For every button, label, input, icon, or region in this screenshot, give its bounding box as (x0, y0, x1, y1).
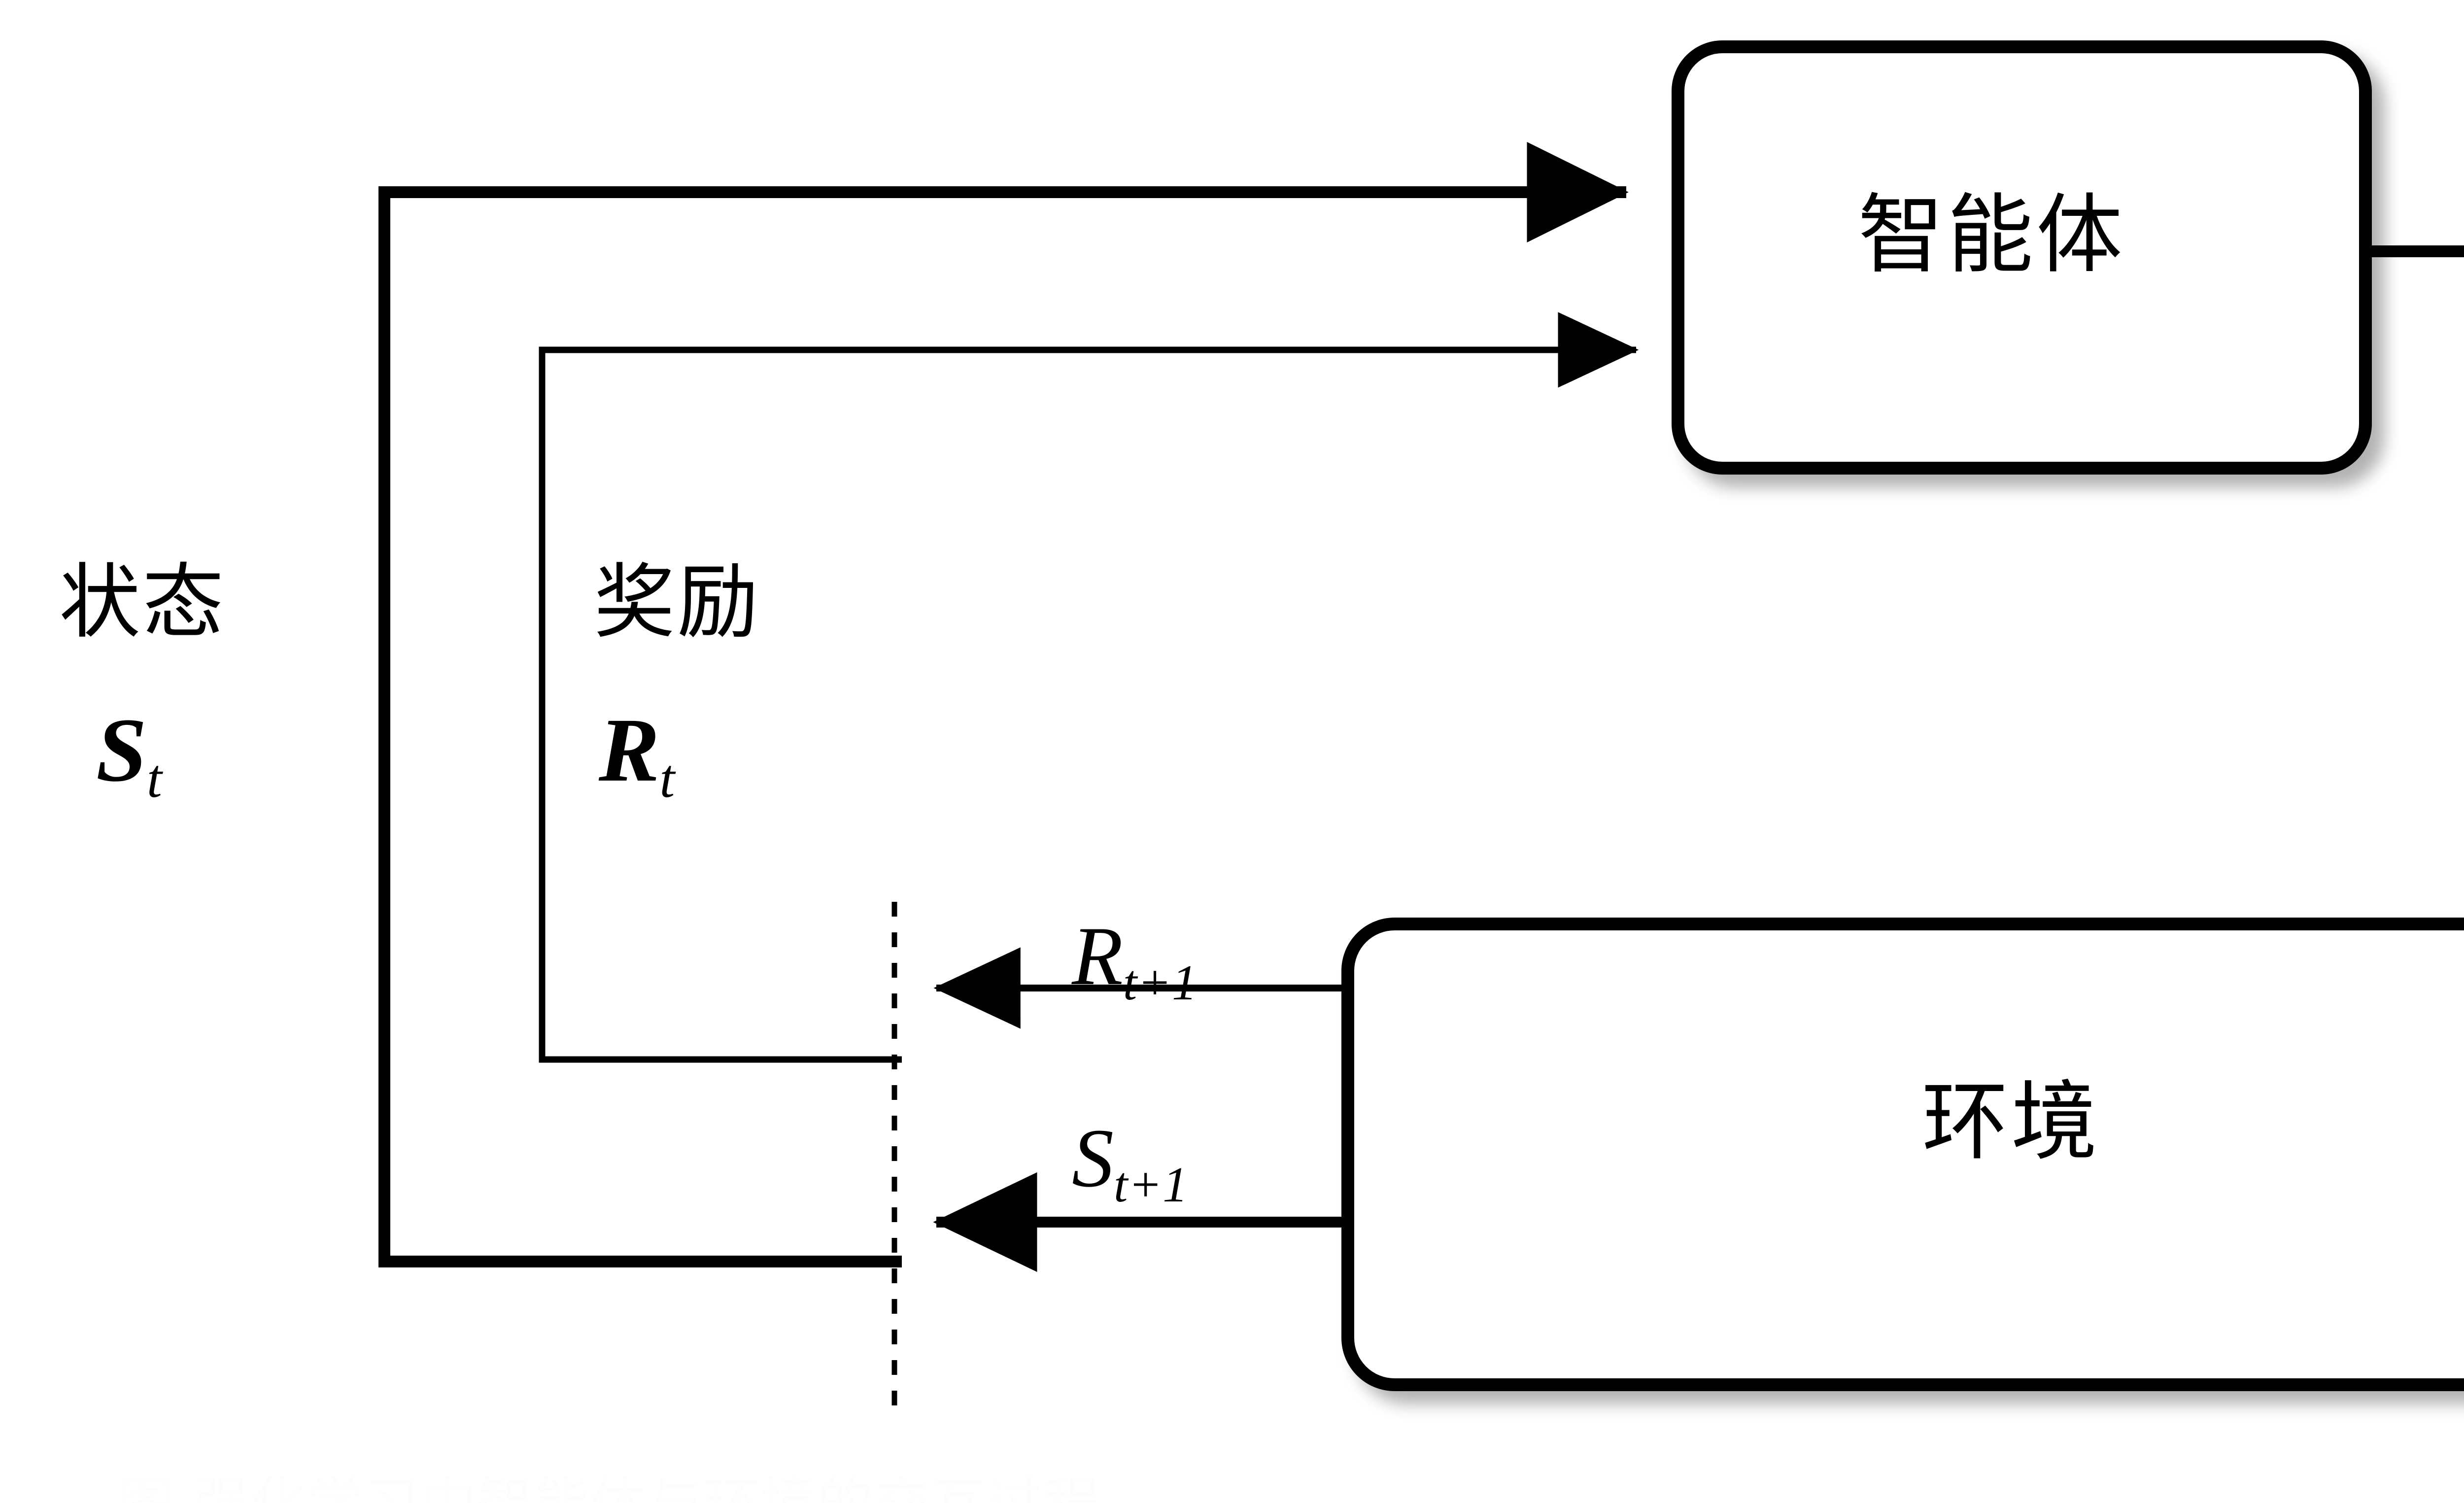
edge-reward-feedback (539, 312, 1639, 1063)
reward-next-symbol-subscript: t+1 (1123, 955, 1198, 1011)
state-next-label: St+1 (1072, 1116, 1188, 1210)
reward-edge-label-word: 奖励 (594, 555, 760, 649)
agent-node[interactable] (1672, 40, 2372, 475)
reward-next-symbol-letter: R (1072, 910, 1123, 1002)
state-symbol-letter: S (96, 700, 147, 801)
state-edge-label-symbol: St (96, 705, 163, 806)
state-edge-label-word: 状态 (59, 555, 226, 649)
figure-caption: 图 强化学习中智能体与环境的交互过程 (118, 1476, 1101, 1503)
reward-symbol-subscript: t (659, 749, 676, 810)
reward-edge-label-symbol: Rt (599, 705, 675, 806)
state-next-symbol-subscript: t+1 (1114, 1157, 1189, 1213)
reward-symbol-letter: R (599, 700, 660, 801)
environment-node[interactable] (1341, 918, 2464, 1391)
reward-next-label: Rt+1 (1072, 914, 1198, 1008)
edge-state-feedback (378, 142, 1629, 1267)
environment-node-label: 环境 (1922, 1072, 2100, 1172)
agent-node-label: 智能体 (1858, 185, 2125, 285)
state-symbol-subscript: t (146, 749, 163, 810)
state-next-symbol-letter: S (1072, 1112, 1114, 1204)
